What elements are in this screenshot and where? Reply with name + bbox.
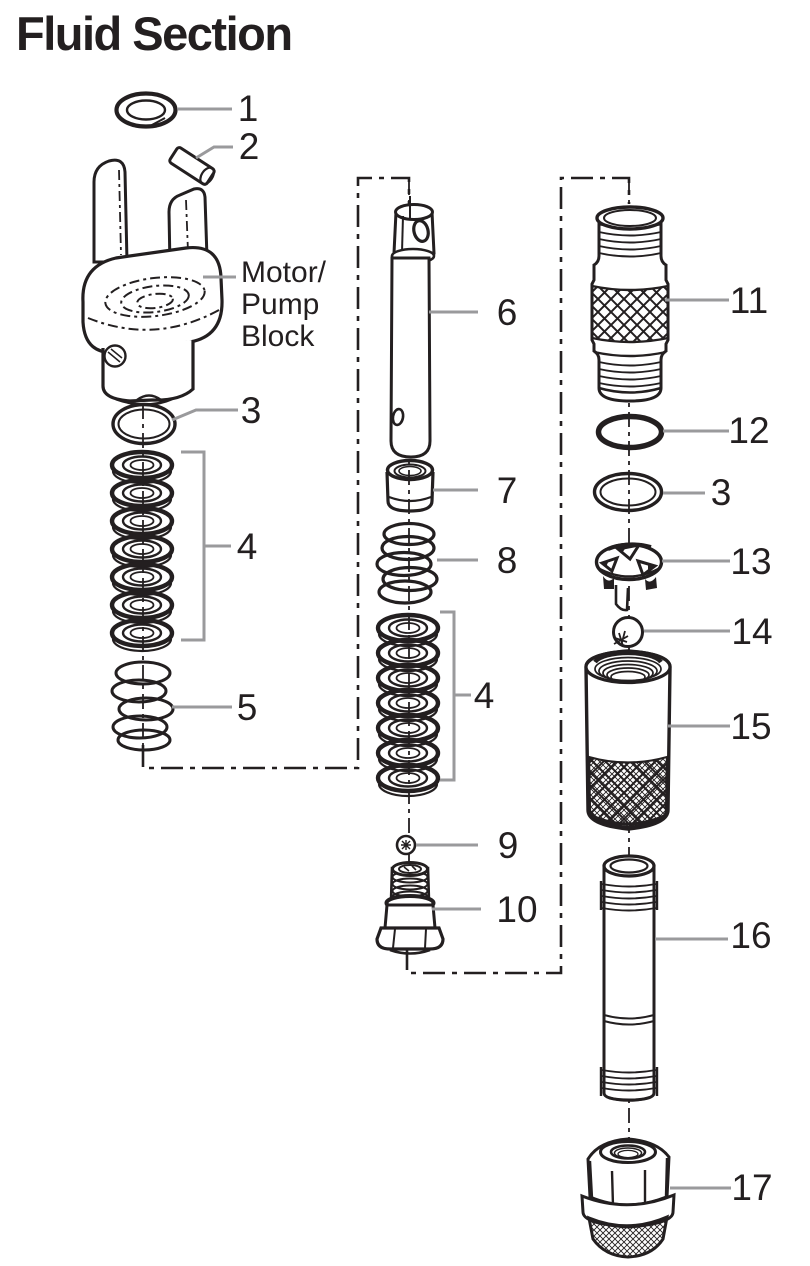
motor-pump-block	[81, 158, 224, 406]
part-7-bushing	[385, 458, 435, 513]
phantom-boundary-center-right	[405, 176, 631, 975]
callout-4-center: 4	[474, 675, 495, 716]
bracket-4-center	[440, 610, 471, 782]
part-5-spring	[110, 660, 175, 752]
part-15-intake-housing	[584, 649, 672, 831]
part-6-piston-rod	[389, 196, 436, 459]
motor-pump-block-label-line3: Block	[241, 320, 315, 353]
callout-9: 9	[498, 825, 519, 866]
part-9-ball-small	[395, 834, 417, 856]
callout-17: 17	[731, 1167, 772, 1208]
callout-13: 13	[730, 541, 771, 582]
part-14-ball	[612, 616, 644, 648]
strainer-mesh	[587, 1214, 669, 1259]
callout-14: 14	[731, 611, 772, 652]
part-17-inlet-strainer	[580, 1137, 676, 1259]
leader-2	[195, 145, 233, 160]
callout-4-left: 4	[237, 526, 258, 567]
callout-16: 16	[730, 915, 771, 956]
callout-12: 12	[728, 410, 769, 451]
page-title: Fluid Section	[16, 7, 293, 60]
part-1-retaining-ring	[114, 91, 178, 129]
callout-3-left: 3	[241, 390, 262, 431]
knurl-band	[590, 284, 670, 344]
bracket-4-left	[181, 450, 231, 642]
callout-8: 8	[497, 540, 518, 581]
part-8-spring	[375, 521, 439, 605]
callout-3-right: 3	[711, 472, 732, 513]
callout-10: 10	[496, 889, 537, 930]
part-13-valve-seat	[594, 542, 664, 612]
callout-1: 1	[238, 88, 259, 129]
part-2-pin	[168, 146, 216, 186]
part-12-oring-thick	[595, 413, 665, 451]
callout-7: 7	[497, 470, 518, 511]
part-3-oring-left	[111, 402, 177, 446]
callout-6: 6	[497, 292, 518, 333]
callout-2: 2	[239, 126, 260, 167]
part-4-packing-stack-left	[112, 452, 172, 651]
callout-11: 11	[730, 280, 768, 321]
part-11-cylinder	[590, 205, 670, 403]
part-3-oring-right	[592, 471, 664, 513]
callout-15: 15	[730, 706, 771, 747]
motor-pump-block-label-line2: Pump	[241, 288, 319, 321]
part-16-suction-tube	[599, 854, 659, 1102]
callout-5: 5	[237, 687, 258, 728]
leader-3-left	[171, 408, 238, 422]
phantom-boundary-left-center	[141, 176, 411, 770]
part-4-packing-stack-center	[378, 615, 438, 796]
part-10-outlet-valve	[375, 861, 445, 955]
motor-pump-block-label-line1: Motor/	[241, 256, 327, 289]
